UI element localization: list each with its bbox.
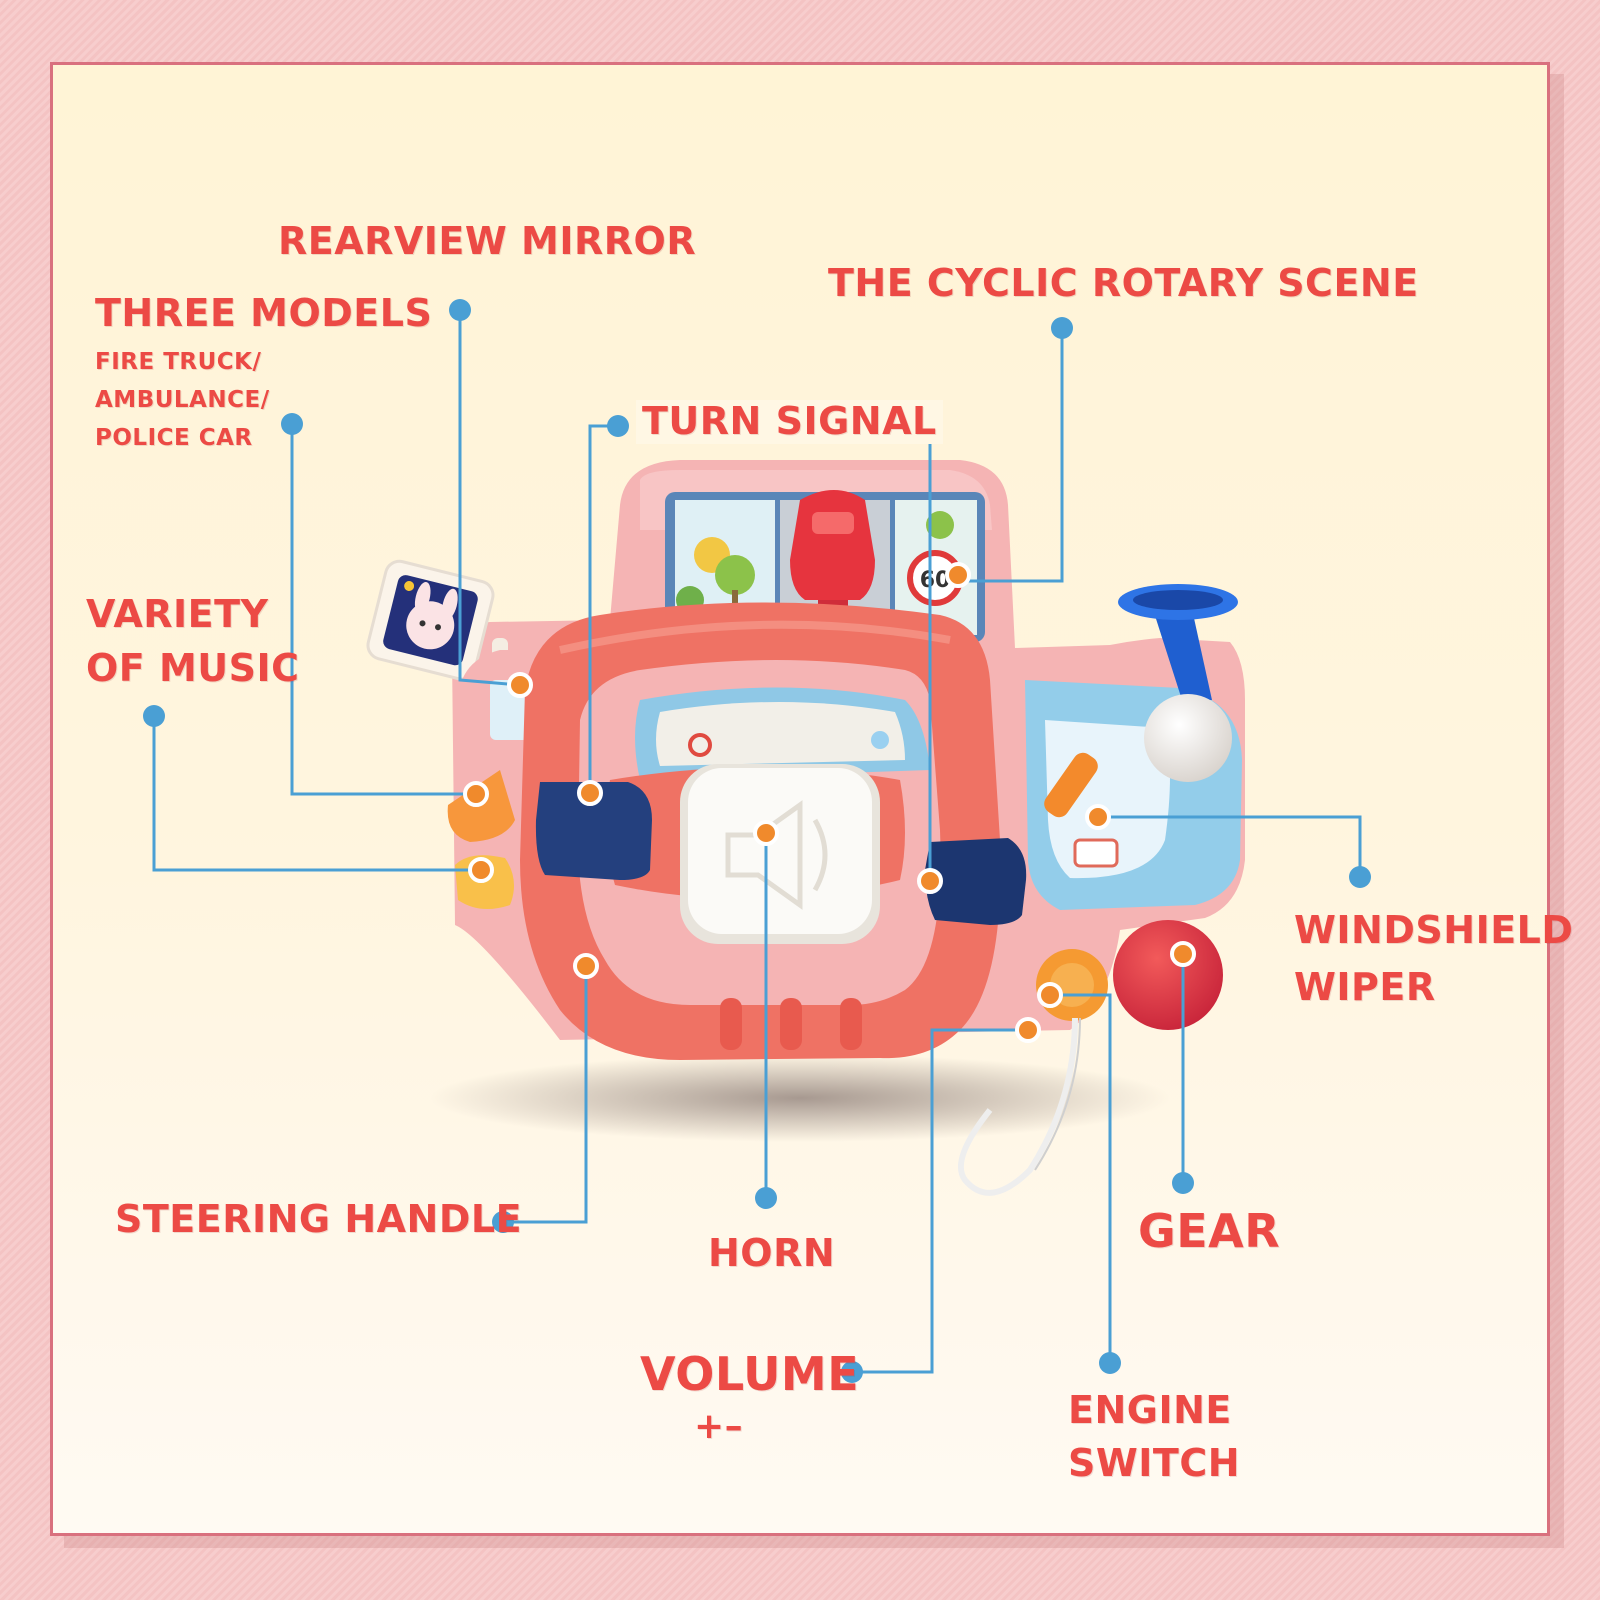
leader-windshield-wiper	[1098, 815, 1362, 877]
label-three-models: THREE MODELS	[95, 291, 433, 335]
marker-turn-signal-left	[577, 780, 603, 806]
dot-gear	[1172, 1172, 1194, 1194]
marker-horn	[753, 820, 779, 846]
label-line: VARIETY	[86, 592, 269, 636]
wiper-badge	[1073, 838, 1119, 868]
model-item: AMBULANCE/	[95, 386, 270, 413]
marker-windshield-wiper	[1085, 804, 1111, 830]
star-icon	[404, 580, 415, 591]
speed-sign-text: 60	[920, 568, 951, 593]
tree-icon	[715, 555, 755, 595]
dot-cyclic-rotary-scene	[1051, 317, 1073, 339]
marker-cyclic-rotary-scene	[945, 562, 971, 588]
leader-volume	[852, 1028, 1028, 1374]
leader-variety-of-music	[152, 716, 481, 872]
feature-markers	[463, 562, 1196, 1043]
dot-variety-of-music	[143, 705, 165, 727]
leader-engine-switch	[1050, 993, 1112, 1363]
dot-steering-handle	[492, 1211, 514, 1233]
horn-pad-face	[688, 768, 872, 934]
toy-shadow	[430, 1054, 1170, 1142]
wiper-lever	[1044, 752, 1098, 818]
dot-turn-signal-left	[607, 415, 629, 437]
marker-variety-of-music	[468, 857, 494, 883]
marker-three-models	[463, 781, 489, 807]
red-gear-knob	[1113, 920, 1223, 1030]
white-gear-ball	[1144, 694, 1232, 782]
leader-steering-handle	[503, 966, 588, 1224]
label-line: SWITCH	[1068, 1441, 1241, 1486]
bush-icon	[926, 511, 954, 539]
model-item: POLICE CAR	[95, 424, 253, 451]
key-cord	[957, 1017, 1078, 1196]
wheel-grip	[780, 998, 802, 1050]
marker-turn-signal-right	[917, 868, 943, 894]
dot-volume	[841, 1361, 863, 1383]
dot-windshield-wiper	[1349, 866, 1371, 888]
label-line: WINDSHIELD	[1294, 908, 1574, 952]
label-anchor-dots	[143, 299, 1371, 1383]
label-cyclic-rotary-scene: THE CYCLIC ROTARY SCENE	[828, 261, 1419, 305]
right-turn-signal-button	[925, 838, 1027, 925]
marker-engine-switch	[1037, 982, 1063, 1008]
label-variety-of-music: VARIETY OF MUSIC	[86, 588, 300, 696]
model-item: FIRE TRUCK/	[95, 349, 262, 375]
label-horn: HORN	[708, 1231, 836, 1275]
leader-lines	[152, 310, 1362, 1374]
label-steering-handle: STEERING HANDLE	[115, 1197, 523, 1241]
inner-dash-dot	[871, 731, 889, 749]
label-three-models-list: FIRE TRUCK/ AMBULANCE/ POLICE CAR	[95, 344, 270, 458]
label-volume: VOLUME	[640, 1347, 860, 1401]
marker-gear	[1170, 941, 1196, 967]
leader-three-models	[290, 424, 476, 796]
label-gear: GEAR	[1138, 1204, 1281, 1258]
orange-triangle-button	[447, 770, 515, 842]
label-line: OF MUSIC	[86, 645, 300, 690]
label-turn-signal: TURN SIGNAL	[636, 399, 943, 444]
left-turn-signal-button	[535, 782, 652, 880]
label-line: ENGINE	[1068, 1388, 1232, 1432]
dot-three-models	[281, 413, 303, 435]
wheel-rim-highlight	[559, 620, 951, 654]
leader-cyclic-rotary-scene	[958, 328, 1064, 583]
scene-car-icon	[790, 490, 875, 600]
inner-dash-screen	[656, 702, 905, 766]
dot-horn	[755, 1187, 777, 1209]
key-cord-shadow	[1034, 1017, 1081, 1171]
marker-volume	[1015, 1017, 1041, 1043]
marker-rearview-mirror	[507, 672, 533, 698]
label-rearview-mirror: REARVIEW MIRROR	[278, 219, 697, 263]
label-windshield-wiper: WINDSHIELD WIPER	[1294, 902, 1573, 1016]
leader-rearview-mirror	[458, 310, 521, 687]
marker-steering-handle	[573, 953, 599, 979]
label-engine-switch: ENGINE SWITCH	[1068, 1384, 1240, 1490]
label-volume-sub: +–	[694, 1406, 744, 1447]
music-card	[366, 559, 495, 681]
trumpet-bell-inner	[1133, 590, 1223, 610]
dot-engine-switch	[1099, 1352, 1121, 1374]
wheel-grip	[720, 998, 742, 1050]
dot-rearview-mirror	[449, 299, 471, 321]
wheel-grip	[840, 998, 862, 1050]
label-line: WIPER	[1294, 965, 1436, 1009]
trumpet-horn-icon	[1150, 600, 1212, 700]
inner-dash-dot	[688, 733, 712, 757]
scene-car-window	[812, 512, 854, 534]
